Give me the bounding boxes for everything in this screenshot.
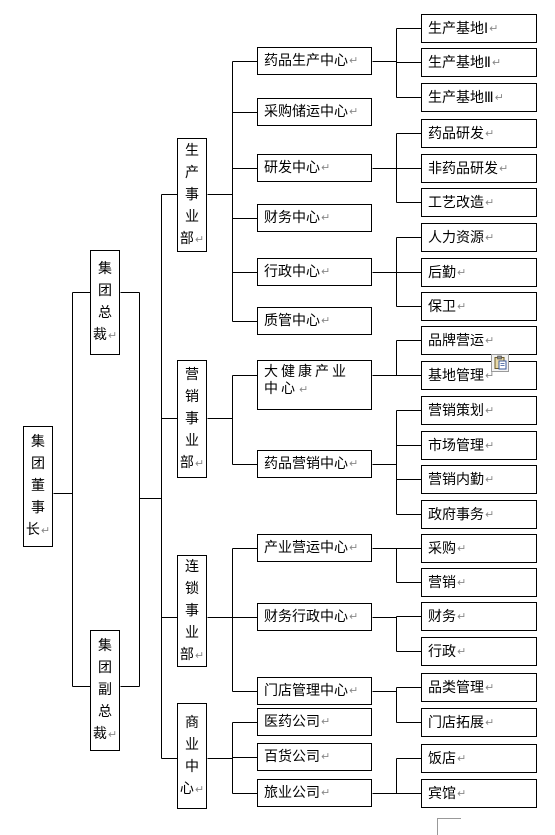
vertical-char: 业 xyxy=(185,208,199,225)
unit-finance: 财务↵ xyxy=(421,602,537,631)
vertical-char: 销 xyxy=(185,388,199,405)
vertical-char: 中 xyxy=(185,758,199,775)
unit-non-drug-rnd: 非药品研发↵ xyxy=(421,154,537,183)
vertical-char: 团 xyxy=(98,283,112,299)
paragraph-mark: ↵ xyxy=(107,728,118,741)
division-chain: 连锁事业部↵ xyxy=(177,555,207,667)
vertical-char: 业 xyxy=(185,624,199,641)
unit-security: 保卫↵ xyxy=(421,292,537,321)
vertical-char: 董 xyxy=(31,478,45,494)
paragraph-mark: ↵ xyxy=(194,232,205,246)
unit-market-management: 市场管理↵ xyxy=(421,431,537,460)
vertical-char: 总 xyxy=(98,704,112,720)
vertical-char: 裁↵ xyxy=(92,726,118,742)
center-store-management: 门店管理中心↵ xyxy=(257,677,372,705)
division-commerce: 商业中心↵ xyxy=(177,703,207,809)
vertical-char: 事 xyxy=(185,410,199,427)
center-travel-company: 旅业公司↵ xyxy=(257,779,372,807)
center-quality: 质管中心↵ xyxy=(257,307,372,335)
unit-restaurant: 饭店↵ xyxy=(421,744,537,773)
vertical-char: 业 xyxy=(185,432,199,449)
vertical-char: 团 xyxy=(31,456,45,472)
vertical-char: 总 xyxy=(98,305,112,321)
chairman-box: 集团董事长↵ xyxy=(23,426,53,547)
vertical-char: 营 xyxy=(185,366,199,383)
vertical-char: 集 xyxy=(98,638,112,654)
center-admin: 行政中心↵ xyxy=(257,258,372,286)
vertical-char: 事 xyxy=(185,602,199,619)
paste-options-icon[interactable] xyxy=(491,354,509,372)
unit-store-expansion: 门店拓展↵ xyxy=(421,708,537,737)
vertical-char: 副 xyxy=(98,682,112,698)
vertical-char: 事 xyxy=(185,186,199,203)
unit-brand-operation: 品牌营运↵ xyxy=(421,326,537,355)
paragraph-mark: ↵ xyxy=(194,648,205,662)
vertical-char: 商 xyxy=(185,714,199,731)
unit-hotel: 宾馆↵ xyxy=(421,779,537,808)
unit-administration: 行政↵ xyxy=(421,637,537,666)
unit-production-base-3: 生产基地Ⅲ↵ xyxy=(421,83,537,112)
vertical-char: 事 xyxy=(31,500,45,516)
unit-drug-rnd: 药品研发↵ xyxy=(421,119,537,148)
division-marketing: 营销事业部↵ xyxy=(177,360,207,478)
vertical-char: 长↵ xyxy=(25,522,51,538)
vertical-char: 锁 xyxy=(185,580,199,597)
unit-marketing-planning: 营销策划↵ xyxy=(421,396,537,425)
unit-logistics-support: 后勤↵ xyxy=(421,258,537,287)
center-department-store: 百货公司↵ xyxy=(257,743,372,771)
vertical-char: 集 xyxy=(31,434,45,450)
vertical-char: 部↵ xyxy=(179,230,205,247)
paragraph-mark: ↵ xyxy=(40,524,51,537)
center-finance-admin: 财务行政中心↵ xyxy=(257,603,372,631)
vertical-char: 部↵ xyxy=(179,454,205,471)
vertical-char: 连 xyxy=(185,558,199,575)
vertical-char: 产 xyxy=(185,164,199,181)
center-health-industry: 大健康产业中心↵ xyxy=(257,360,372,410)
vertical-char: 业 xyxy=(185,736,199,753)
president-box: 集团总裁↵ xyxy=(90,250,120,355)
unit-base-management: 基地管理↵ xyxy=(421,361,537,390)
vertical-char: 生 xyxy=(185,142,199,159)
paragraph-mark: ↵ xyxy=(194,782,205,796)
vertical-char: 团 xyxy=(98,660,112,676)
center-rnd: 研发中心↵ xyxy=(257,154,372,182)
paragraph-mark: ↵ xyxy=(194,456,205,470)
unit-production-base-1: 生产基地Ⅰ↵ xyxy=(421,14,537,43)
unit-sales: 营销↵ xyxy=(421,568,537,597)
center-drug-marketing: 药品营销中心↵ xyxy=(257,450,372,478)
unit-category-management: 品类管理↵ xyxy=(421,673,537,702)
unit-marketing-internal: 营销内勤↵ xyxy=(421,465,537,494)
page-corner-mark xyxy=(437,818,461,835)
vertical-char: 集 xyxy=(98,261,112,277)
center-pharma-company: 医药公司↵ xyxy=(257,708,372,736)
vertical-char: 部↵ xyxy=(179,646,205,663)
division-production: 生产事业部↵ xyxy=(177,138,207,252)
unit-production-base-2: 生产基地Ⅱ↵ xyxy=(421,48,537,77)
unit-government-affairs: 政府事务↵ xyxy=(421,500,537,529)
unit-purchasing: 采购↵ xyxy=(421,534,537,563)
vertical-char: 裁↵ xyxy=(92,327,118,343)
vice-president-box: 集团副总裁↵ xyxy=(90,630,120,751)
unit-process-improvement: 工艺改造↵ xyxy=(421,188,537,217)
vertical-char: 心↵ xyxy=(179,780,205,797)
paragraph-mark: ↵ xyxy=(107,329,118,342)
center-procurement-logistics: 采购储运中心↵ xyxy=(257,98,372,126)
center-drug-production: 药品生产中心↵ xyxy=(257,47,372,75)
unit-human-resources: 人力资源↵ xyxy=(421,223,537,252)
center-industry-operation: 产业营运中心↵ xyxy=(257,534,372,562)
center-finance: 财务中心↵ xyxy=(257,204,372,232)
